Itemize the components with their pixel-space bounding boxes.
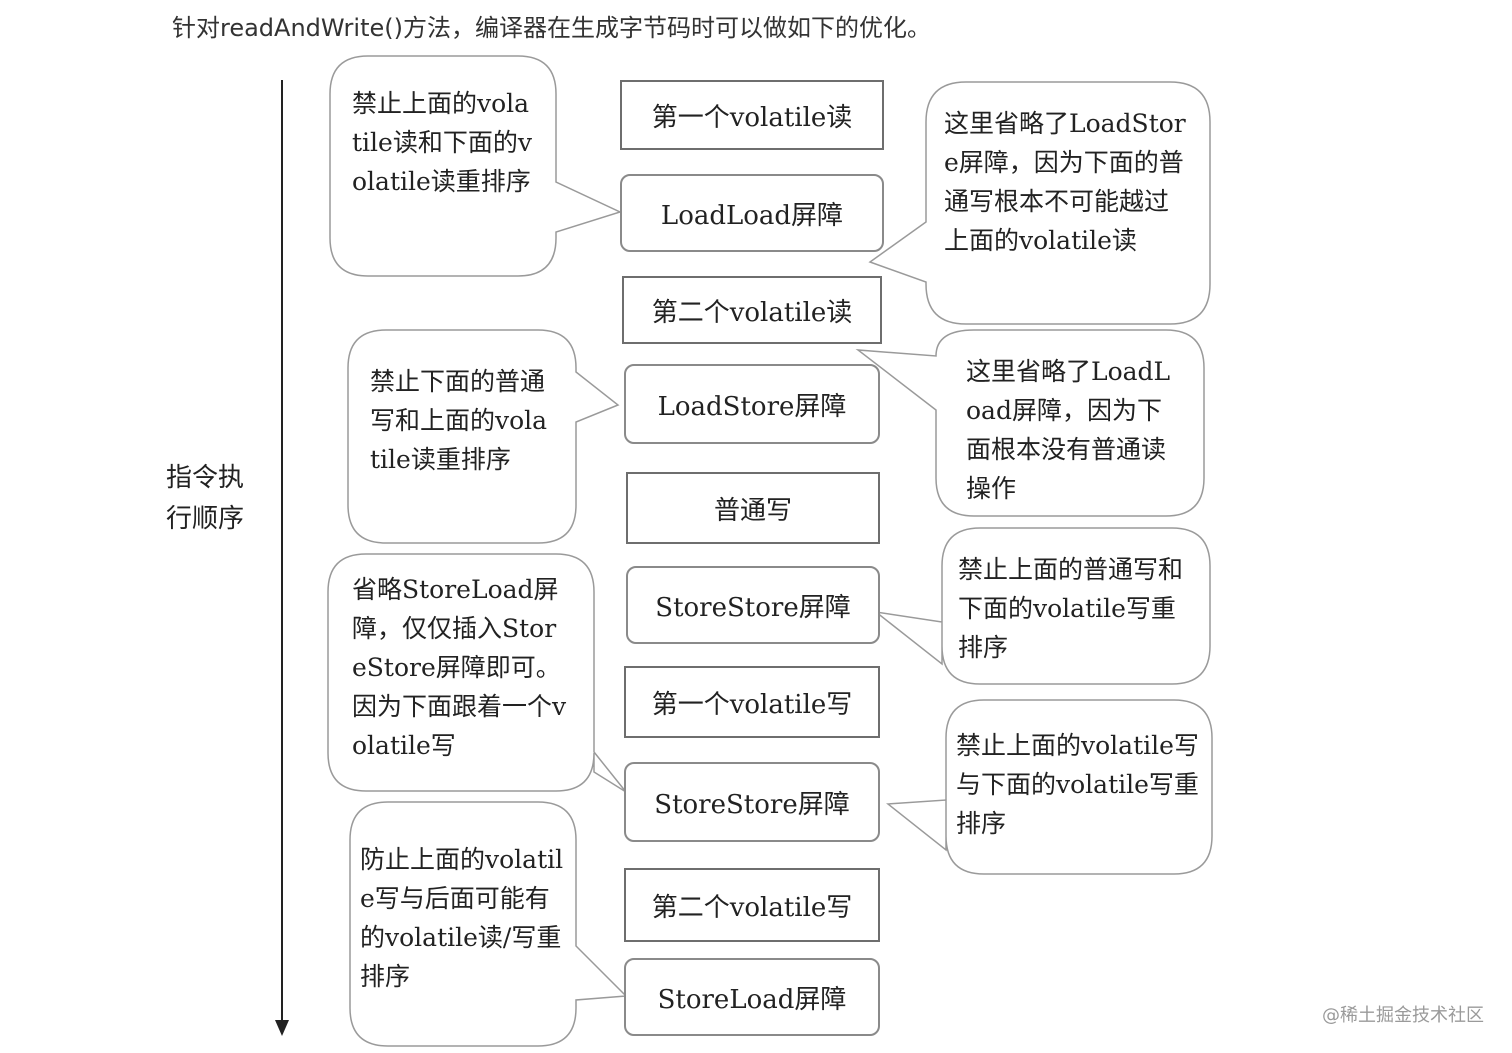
box-first-volatile-write: 第一个volatile写: [624, 666, 880, 738]
box-storeload-barrier: StoreLoad屏障: [624, 958, 880, 1036]
callout-bubble-right-3: [873, 527, 1211, 685]
note-left-2: 禁止下面的普通写和上面的volatile读重排序: [370, 367, 548, 474]
box-first-volatile-read: 第一个volatile读: [620, 80, 884, 150]
box-storestore-barrier-1: StoreStore屏障: [626, 566, 880, 644]
note-right-4: 禁止上面的volatile写与下面的volatile写重排序: [956, 731, 1199, 838]
box-second-volatile-read: 第二个volatile读: [622, 276, 882, 344]
box-second-volatile-write: 第二个volatile写: [624, 868, 880, 942]
note-right-1: 这里省略了LoadStore屏障，因为下面的普通写根本不可能越过上面的volat…: [944, 109, 1186, 255]
callout-bubble-right-4: [886, 699, 1213, 875]
box-normal-write: 普通写: [626, 472, 880, 544]
note-left-3: 省略StoreLoad屏障，仅仅插入StoreStore屏障即可。因为下面跟着一…: [352, 575, 567, 760]
callout-bubble-left-1: [329, 55, 623, 277]
watermark: @稀土掘金技术社区: [1322, 1005, 1484, 1026]
box-storestore-barrier-2: StoreStore屏障: [624, 762, 880, 842]
callout-bubble-right-1: [868, 81, 1211, 325]
note-left-4: 防止上面的volatile写与后面可能有的volatile读/写重排序: [360, 845, 564, 991]
note-right-2: 这里省略了LoadLoad屏障，因为下面根本没有普通读操作: [966, 357, 1171, 503]
note-left-1: 禁止上面的volatile读和下面的volatile读重排序: [352, 89, 532, 196]
page-heading: 针对readAndWrite()方法，编译器在生成字节码时可以做如下的优化。: [172, 14, 931, 42]
axis-label-execution-order: 指令执行顺序: [166, 463, 245, 534]
axis-arrowhead: [275, 1020, 289, 1036]
box-loadload-barrier: LoadLoad屏障: [620, 174, 884, 252]
callout-bubble-left-4: [349, 801, 628, 1047]
note-right-3: 禁止上面的普通写和下面的volatile写重排序: [958, 555, 1184, 662]
callout-bubble-left-3: [327, 553, 627, 793]
callout-bubble-right-2: [855, 329, 1205, 517]
callout-bubble-left-2: [347, 329, 620, 544]
box-loadstore-barrier: LoadStore屏障: [624, 364, 880, 444]
